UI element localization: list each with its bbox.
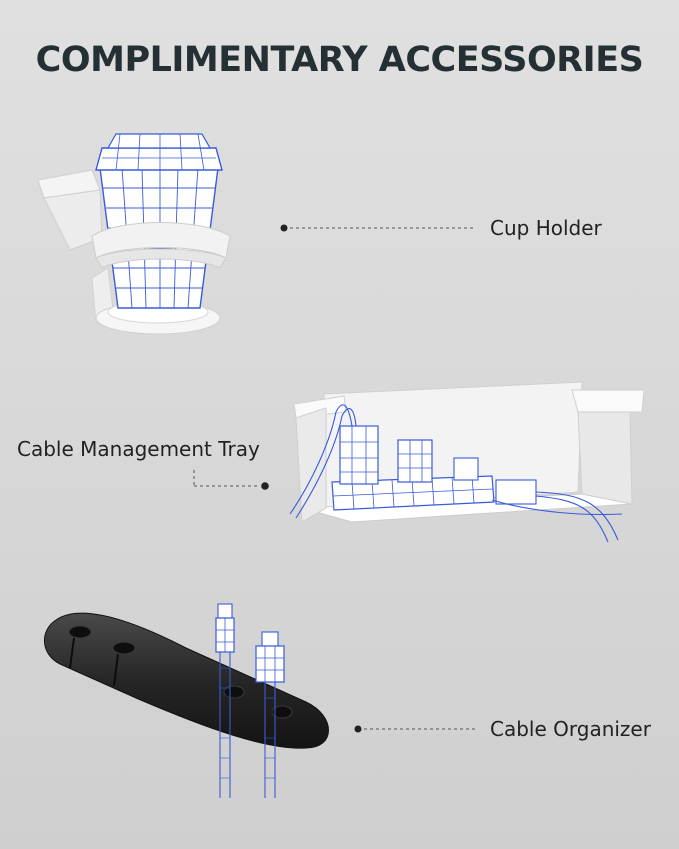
cable-tray-label: Cable Management Tray — [17, 437, 260, 461]
cup-holder-label: Cup Holder — [490, 216, 602, 240]
cup-holder-connector — [280, 224, 474, 232]
page-title: COMPLIMENTARY ACCESSORIES — [35, 40, 644, 80]
cable-organizer-illustration — [44, 603, 329, 798]
cable-organizer-connector — [354, 725, 478, 733]
cable-tray-connector — [193, 470, 269, 490]
cable-tray-illustration — [289, 381, 645, 543]
cable-organizer-label: Cable Organizer — [490, 717, 651, 741]
cup-holder-illustration — [37, 133, 231, 335]
